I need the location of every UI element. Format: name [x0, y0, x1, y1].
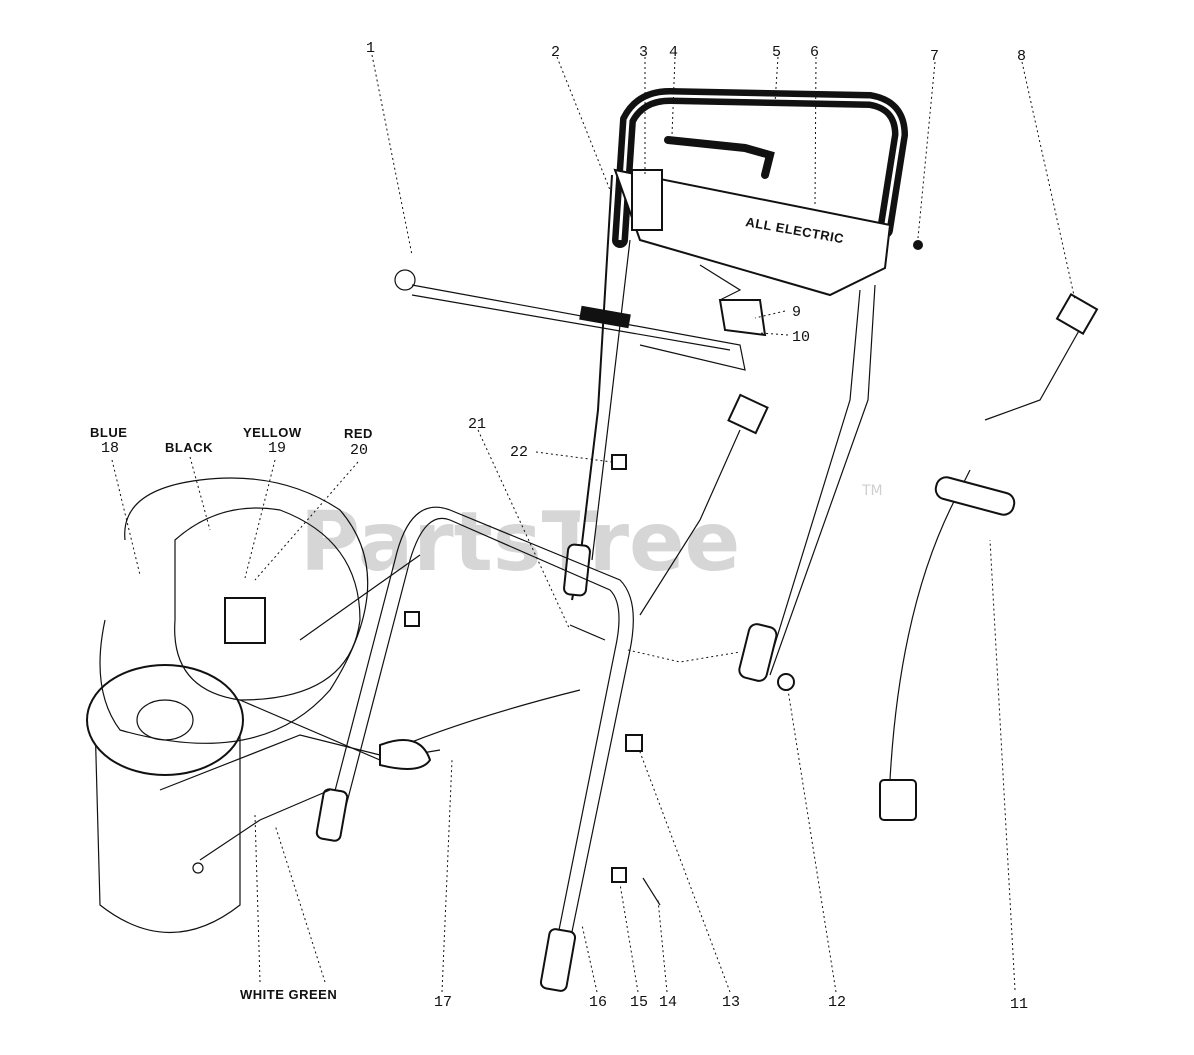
switch-lever [664, 136, 775, 179]
spacer [404, 611, 420, 627]
callout-14: 14 [659, 994, 677, 1011]
bracket [718, 299, 767, 337]
callout-9: 9 [792, 304, 801, 321]
nut-12 [777, 673, 795, 691]
bolt-14 [642, 877, 661, 906]
watermark: PartsTree [300, 495, 740, 590]
wire-label-yellow: YELLOW [243, 425, 302, 440]
bolt-21 [569, 624, 606, 641]
power-cord [879, 293, 1099, 821]
callout-6: 6 [810, 44, 819, 61]
leader-lines [111, 54, 1076, 993]
callout-20: 20 [350, 442, 368, 459]
wire-label-white-green: WHITE GREEN [240, 987, 337, 1002]
motor [86, 664, 244, 933]
callout-17: 17 [434, 994, 452, 1011]
callout-11: 11 [1010, 996, 1028, 1013]
callout-19: 19 [268, 440, 286, 457]
spacer-13 [625, 734, 643, 752]
switch-box [631, 169, 663, 231]
callout-22: 22 [510, 444, 528, 461]
control-bar [394, 269, 746, 371]
callout-15: 15 [630, 994, 648, 1011]
callout-3: 3 [639, 44, 648, 61]
upper-handle: ALL ELECTRIC [563, 87, 909, 682]
callout-21: 21 [468, 416, 486, 433]
wire-label-blue: BLUE [90, 425, 127, 440]
callout-18: 18 [101, 440, 119, 457]
callout-5: 5 [772, 44, 781, 61]
callout-12: 12 [828, 994, 846, 1011]
screw [913, 240, 923, 250]
wire-label-red: RED [344, 426, 373, 441]
callout-2: 2 [551, 44, 560, 61]
watermark-trademark: TM [861, 483, 883, 499]
wire-label-black: BLACK [165, 440, 213, 455]
lower-handle [315, 506, 634, 992]
callout-7: 7 [930, 48, 939, 65]
nut-15 [611, 867, 627, 883]
callout-4: 4 [669, 44, 678, 61]
nut-22 [611, 454, 627, 470]
callout-8: 8 [1017, 48, 1026, 65]
switch-block [224, 597, 266, 644]
callout-10: 10 [792, 329, 810, 346]
callout-16: 16 [589, 994, 607, 1011]
handle-cord [639, 429, 741, 616]
callout-13: 13 [722, 994, 740, 1011]
grommet [379, 739, 432, 770]
callout-1: 1 [366, 40, 375, 57]
